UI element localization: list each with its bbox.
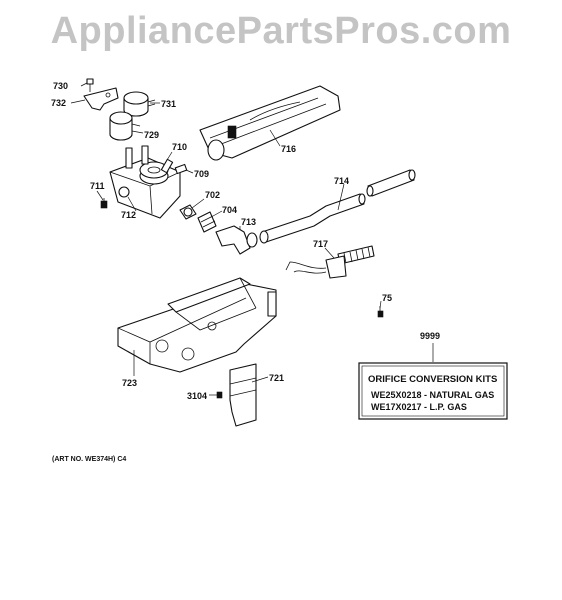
label-731: 731 bbox=[161, 99, 176, 109]
label-723: 723 bbox=[122, 378, 137, 388]
label-704: 704 bbox=[222, 205, 237, 215]
kits-row-natural-gas: WE25X0218 - NATURAL GAS bbox=[371, 390, 494, 400]
label-710: 710 bbox=[172, 142, 187, 152]
label-3104: 3104 bbox=[187, 391, 207, 401]
leader-lines bbox=[70, 82, 434, 396]
label-702: 702 bbox=[205, 190, 220, 200]
kits-row-lp-gas: WE17X0217 - L.P. GAS bbox=[371, 402, 467, 412]
label-732: 732 bbox=[51, 98, 66, 108]
part-713-elbow bbox=[215, 225, 258, 255]
part-714-pipe bbox=[259, 193, 366, 244]
part-723-bracket bbox=[117, 277, 277, 373]
label-721: 721 bbox=[269, 373, 284, 383]
art-number: (ART NO. WE374H) C4 bbox=[52, 456, 126, 463]
part-712-valve-body bbox=[109, 145, 181, 219]
part-717-igniter bbox=[285, 245, 375, 279]
part-731-coil bbox=[123, 91, 156, 117]
part-710-orifice bbox=[160, 158, 174, 174]
part-729-coil bbox=[109, 111, 141, 141]
label-9999: 9999 bbox=[420, 331, 440, 341]
part-716-burner bbox=[199, 85, 341, 161]
orifice-kits-box: ORIFICE CONVERSION KITS WE25X0218 - NATU… bbox=[358, 362, 508, 420]
part-732-bracket bbox=[83, 87, 119, 111]
label-714: 714 bbox=[334, 176, 349, 186]
part-709-nipple bbox=[174, 163, 188, 175]
label-729: 729 bbox=[144, 130, 159, 140]
kits-title: ORIFICE CONVERSION KITS bbox=[368, 374, 497, 385]
part-711-screw bbox=[100, 198, 108, 209]
label-75: 75 bbox=[382, 293, 392, 303]
part-75-screw bbox=[377, 306, 384, 318]
label-711: 711 bbox=[90, 181, 105, 191]
part-tube bbox=[366, 169, 416, 197]
label-716: 716 bbox=[281, 144, 296, 154]
watermark-logo: AppliancePartsPros.com bbox=[50, 10, 512, 52]
label-712: 712 bbox=[121, 210, 136, 220]
part-3104-screw bbox=[216, 391, 223, 399]
part-704-nipple bbox=[197, 211, 217, 233]
label-713: 713 bbox=[241, 217, 256, 227]
label-730: 730 bbox=[53, 81, 68, 91]
part-730-screw bbox=[86, 78, 94, 92]
label-717: 717 bbox=[313, 239, 328, 249]
part-702-fitting bbox=[179, 204, 197, 220]
label-709: 709 bbox=[194, 169, 209, 179]
part-721-shield bbox=[229, 363, 257, 427]
